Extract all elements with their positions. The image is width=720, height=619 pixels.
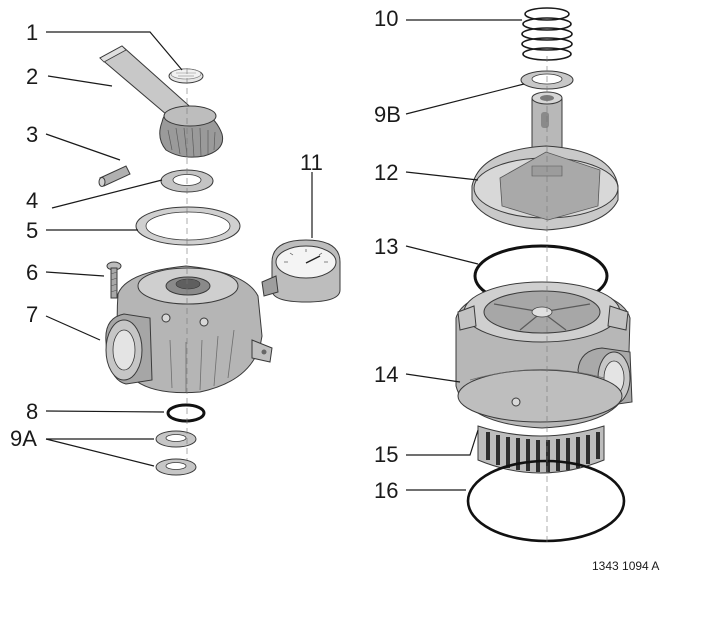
part-2-handle [99,45,224,158]
callout-9b: 9B [374,102,401,127]
part-15-strainer-base [477,425,605,474]
part-1-label-disc [168,68,204,84]
part-10-spring [521,7,573,61]
part-6-screw [106,261,122,299]
callout-12: 12 [374,160,398,185]
leader-lines [45,19,525,491]
part-14-valve-body [455,281,633,429]
part-9a-washers [155,430,197,476]
part-7-valve-cover [105,265,273,394]
callout-14: 14 [374,362,398,387]
part-5-gasket-ring [135,206,241,246]
part-8-o-ring [166,403,206,423]
callout-16: 16 [374,478,398,503]
callout-5: 5 [26,218,38,243]
callout-15: 15 [374,442,398,467]
part-16-o-ring [466,459,626,543]
callout-8: 8 [26,399,38,424]
callout-3: 3 [26,122,38,147]
callout-6: 6 [26,260,38,285]
callout-1: 1 [26,20,38,45]
callout-labels: 1 2 3 4 5 6 7 8 9A 10 9B 12 13 14 15 16 … [10,6,401,503]
part-12-diverter [471,91,619,231]
part-11-pressure-gauge [261,239,341,303]
callout-2: 2 [26,64,38,89]
part-3-pin [98,165,131,187]
callout-7: 7 [26,302,38,327]
callout-11: 11 [300,150,323,175]
callout-13: 13 [374,234,398,259]
callout-9a: 9A [10,426,37,451]
figure-reference-code: 1343 1094 A [592,559,659,573]
callout-10: 10 [374,6,398,31]
callout-4: 4 [26,188,38,213]
